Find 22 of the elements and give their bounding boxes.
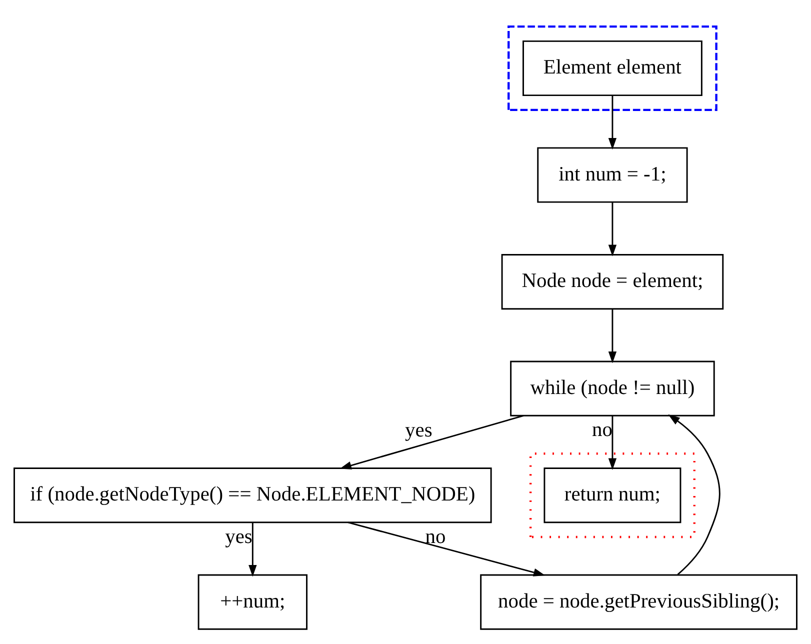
edge-label: no <box>425 526 446 548</box>
node-box: int num = -1; <box>537 147 688 203</box>
cluster <box>529 452 696 538</box>
edge-label: yes <box>225 526 252 548</box>
arrow <box>348 522 546 576</box>
node-box: Element element <box>522 40 702 96</box>
arrow <box>608 202 617 256</box>
edge-label: no <box>592 419 612 442</box>
arrow <box>668 414 720 576</box>
cluster <box>508 25 718 112</box>
arrow <box>340 414 524 470</box>
arrow <box>608 308 617 364</box>
edge-label: yes <box>405 419 432 442</box>
node-box: node = node.getPreviousSibling(); <box>480 574 798 630</box>
node-box: return num; <box>544 468 682 524</box>
node-box: ++num; <box>198 574 308 630</box>
node-box: if (node.getNodeType() == Node.ELEMENT_NODE) <box>14 468 492 524</box>
arrow <box>608 416 617 470</box>
node-box: while (node != null) <box>510 360 715 416</box>
node-box: Node node = element; <box>501 254 724 310</box>
arrow <box>248 522 257 577</box>
arrow <box>608 95 617 150</box>
